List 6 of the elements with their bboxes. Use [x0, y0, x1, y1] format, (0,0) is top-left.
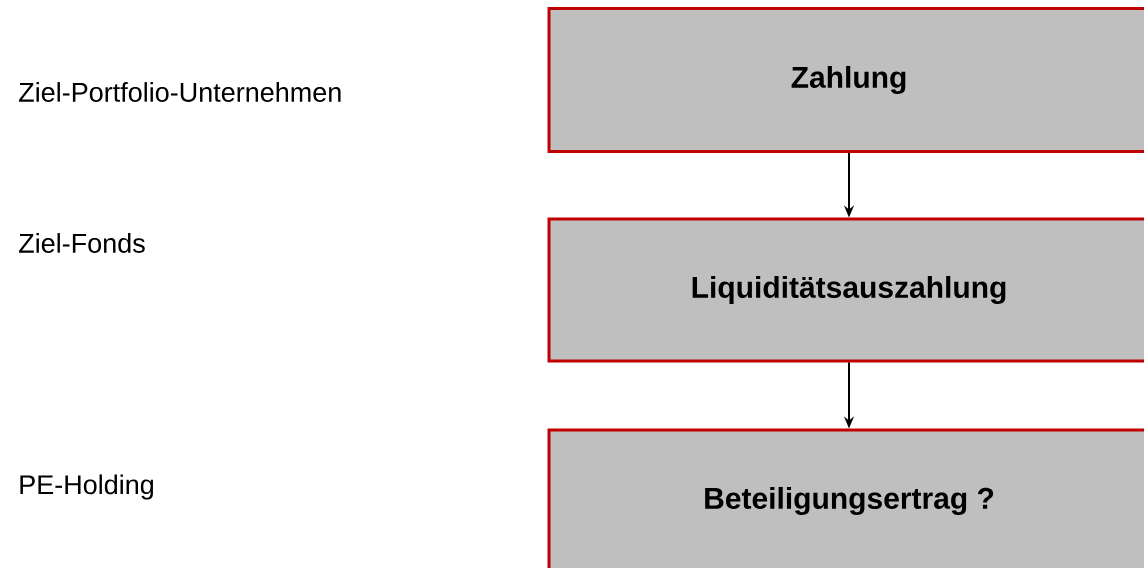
process-box: Zahlung: [547, 7, 1144, 153]
process-box: Beteiligungsertrag ?: [547, 428, 1144, 568]
process-box: Liquiditätsauszahlung: [547, 217, 1144, 363]
level-label: PE-Holding: [20, 474, 153, 500]
level-label: Ziel-Fonds: [19, 233, 145, 253]
level-label: Ziel-Portfolio-Unternehmen: [19, 82, 341, 102]
